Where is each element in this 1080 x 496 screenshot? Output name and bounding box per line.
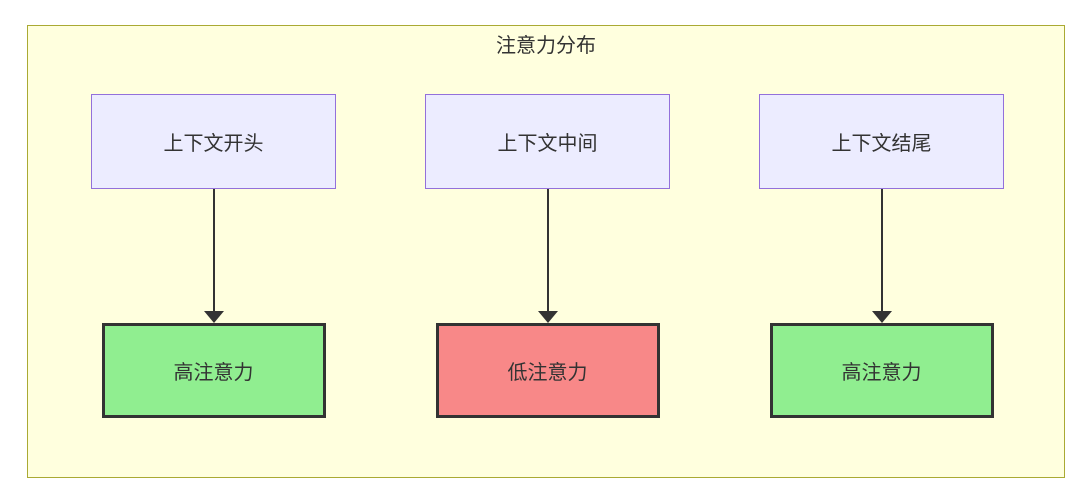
node-context-end: 上下文结尾 (759, 94, 1004, 189)
flow-column-begin: 上下文开头 高注意力 (91, 94, 336, 418)
node-attention-begin: 高注意力 (101, 323, 326, 418)
flow-column-end: 上下文结尾 高注意力 (759, 94, 1004, 418)
flow-column-middle: 上下文中间 低注意力 (425, 94, 670, 418)
arrow-shaft (212, 189, 215, 311)
arrow-end (871, 189, 892, 323)
arrow-middle (537, 189, 558, 323)
arrow-down-icon (203, 311, 224, 323)
node-attention-end: 高注意力 (769, 323, 994, 418)
arrow-down-icon (537, 311, 558, 323)
arrow-shaft (546, 189, 549, 311)
arrow-shaft (880, 189, 883, 311)
diagram-frame: 注意力分布 上下文开头 高注意力 上下文中间 低注意力 上下文结尾 (27, 25, 1065, 478)
node-context-middle: 上下文中间 (425, 94, 670, 189)
arrow-begin (203, 189, 224, 323)
diagram-title: 注意力分布 (496, 35, 596, 57)
arrow-down-icon (871, 311, 892, 323)
node-context-begin: 上下文开头 (91, 94, 336, 189)
node-attention-middle: 低注意力 (435, 323, 660, 418)
